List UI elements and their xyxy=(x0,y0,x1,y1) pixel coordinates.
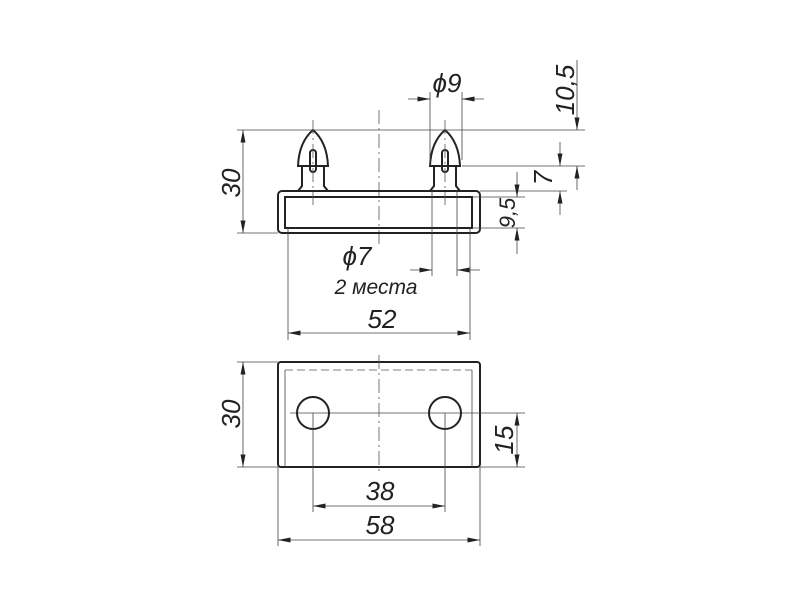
top-view: 30 15 38 58 xyxy=(216,355,525,546)
pin-left xyxy=(296,120,330,205)
body-inner xyxy=(284,196,473,229)
front-view: 30 ϕ9 10,5 7 9,5 ϕ7 2 места 52 xyxy=(216,60,585,340)
body-outline xyxy=(277,190,481,234)
dim-bottom-height: 30 xyxy=(216,399,246,428)
dim-hole-diameter: ϕ7 xyxy=(343,241,373,271)
pin-right xyxy=(428,120,462,205)
dim-pin-offset: 10,5 xyxy=(550,64,580,115)
dim-center-height: 15 xyxy=(489,425,519,454)
dim-pin-diameter: ϕ9 xyxy=(433,68,462,98)
dim-top-height: 30 xyxy=(216,168,246,197)
dim-body-height: 9,5 xyxy=(495,197,520,228)
dim-pin-span: 52 xyxy=(368,304,397,334)
dim-hole-span: 38 xyxy=(366,476,395,506)
dim-hole-count: 2 места xyxy=(334,276,418,299)
dim-total-width: 58 xyxy=(366,510,395,540)
dim-pin-head: 7 xyxy=(528,169,558,185)
